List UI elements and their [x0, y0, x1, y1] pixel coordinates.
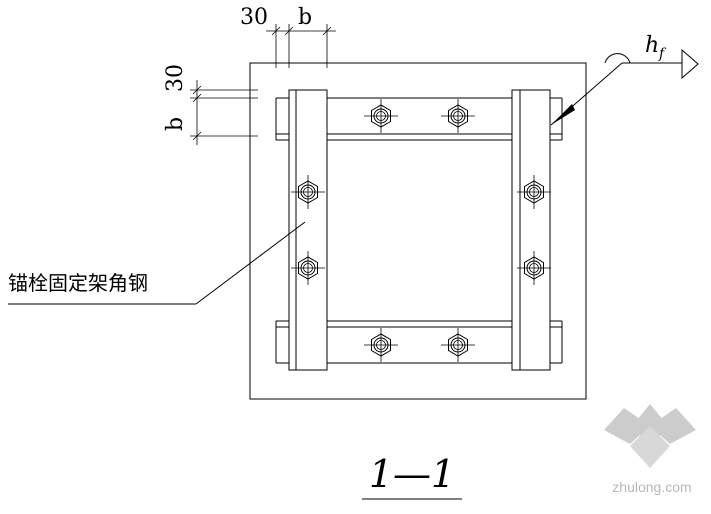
callout-label: 锚栓固定架角钢 — [8, 271, 148, 295]
dim-top-width: b — [298, 5, 312, 30]
anchor-bolt — [441, 99, 475, 133]
anchor-bolts — [291, 99, 551, 362]
dim-left-width: b — [163, 117, 188, 131]
weld-symbol: h f — [550, 33, 699, 126]
anchor-bolt — [517, 175, 551, 209]
watermark-logo-icon — [604, 404, 696, 468]
anchor-bolt — [364, 328, 398, 362]
angle-steel-top — [275, 97, 563, 141]
anchor-bolt — [291, 175, 325, 209]
anchor-bolt — [364, 99, 398, 133]
dim-left-offset: 30 — [163, 64, 188, 92]
weld-leg-size-subscript: f — [658, 46, 667, 62]
angle-steel-right — [511, 89, 551, 371]
section-label: 1—1 — [369, 452, 455, 496]
anchor-bolt — [517, 251, 551, 285]
anchor-bolt — [291, 251, 325, 285]
dim-top-offset: 30 — [240, 5, 268, 30]
section-title: 1—1 — [362, 452, 462, 500]
base-plate-outline — [249, 62, 587, 400]
left-dimension: 30 b — [163, 64, 258, 145]
watermark-text: zhulong.com — [612, 479, 691, 495]
weld-leg-size-label: h — [645, 33, 659, 58]
angle-steel-bottom — [275, 320, 563, 364]
top-dimension: 30 b — [240, 5, 336, 68]
angle-steel-left — [288, 89, 328, 371]
anchor-bolt — [441, 328, 475, 362]
angle-steel-callout: 锚栓固定架角钢 — [8, 221, 306, 305]
zhulong-watermark: zhulong.com — [604, 404, 696, 495]
